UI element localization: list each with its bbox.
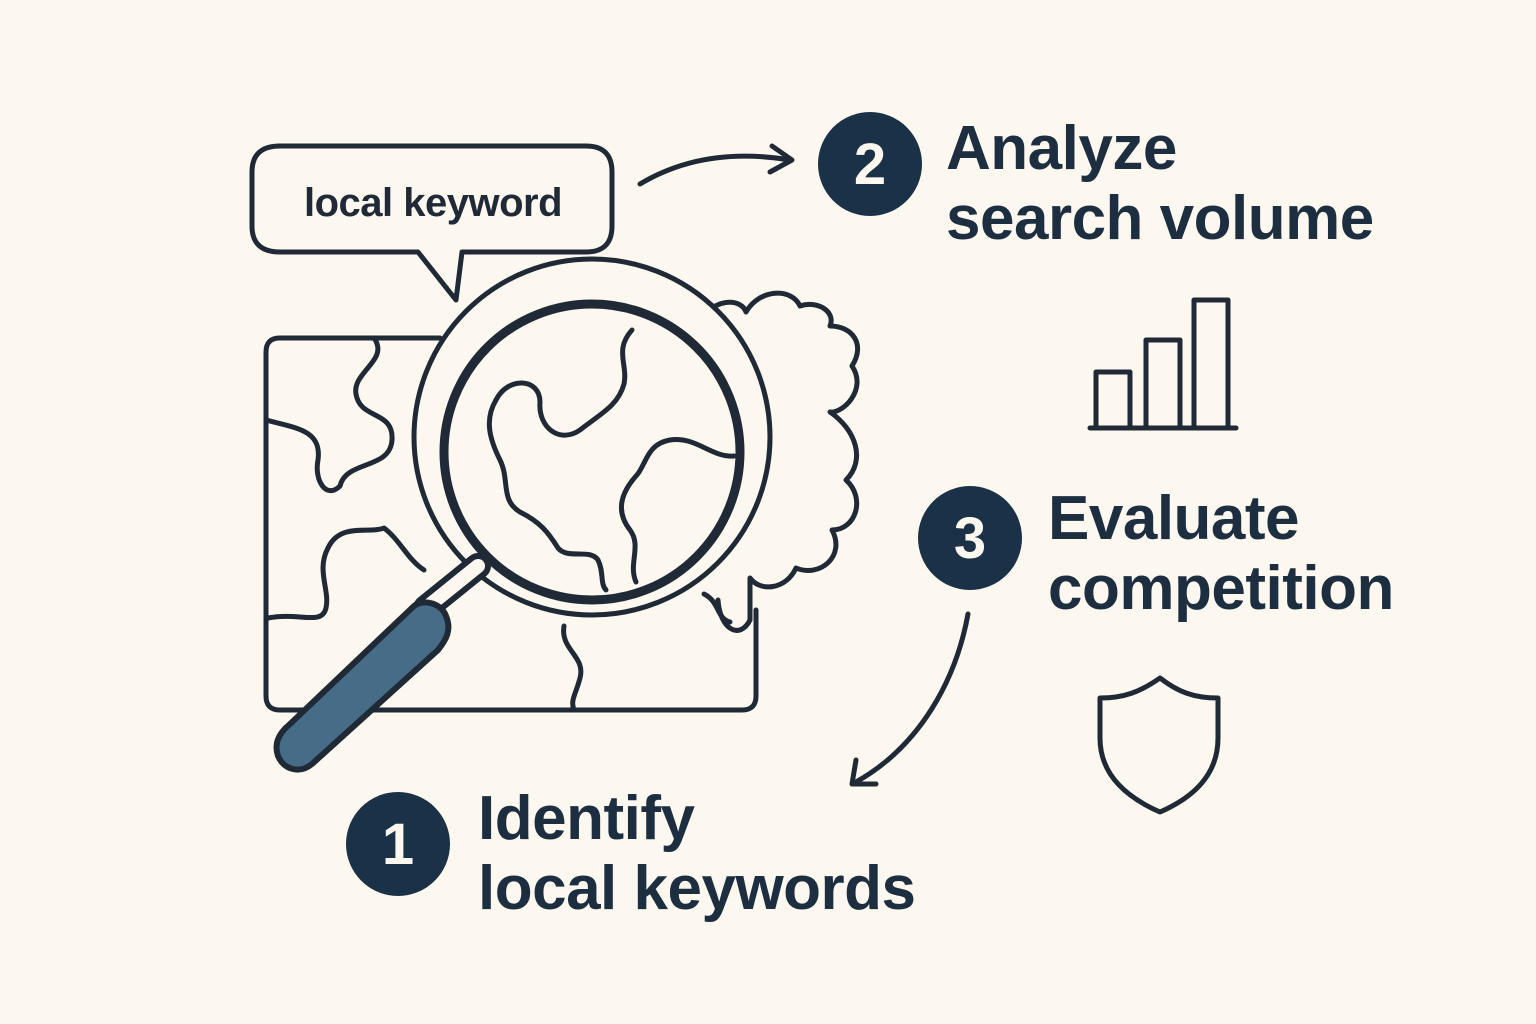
step-2-title-line-1: Analyze xyxy=(946,114,1177,183)
magnifier-handle xyxy=(273,599,452,773)
lens-contour-2 xyxy=(486,397,609,593)
step-2-title-line-2: search volume xyxy=(946,184,1374,253)
magnifier-neck-inner xyxy=(419,559,485,615)
map-frame xyxy=(263,335,759,713)
map-contour-1 xyxy=(263,335,395,494)
step-2-badge: 2 xyxy=(818,112,922,216)
step-1-title: Identify local keywords xyxy=(478,784,916,924)
magnifier-icon xyxy=(273,256,773,773)
map-icon xyxy=(263,290,860,713)
bar-chart-icon xyxy=(1087,297,1239,431)
map-contour-2 xyxy=(265,525,427,621)
step-3-title-line-2: competition xyxy=(1048,554,1394,623)
step-1-title-line-1: Identify xyxy=(478,784,695,853)
bar-3 xyxy=(1191,297,1231,431)
step-1-badge: 1 xyxy=(346,792,450,896)
shield-icon xyxy=(1097,675,1221,815)
map-contour-4 xyxy=(701,591,733,625)
lens-contour-3 xyxy=(618,437,737,585)
step-2-title: Analyze search volume xyxy=(946,114,1374,254)
bar-2 xyxy=(1143,337,1183,431)
step-3-title-line-1: Evaluate xyxy=(1048,484,1300,553)
lens-contour-1 xyxy=(493,327,635,438)
map-blob-outline xyxy=(697,290,860,633)
arrow-to-step-1 xyxy=(849,611,971,787)
step-1-title-line-2: local keywords xyxy=(478,854,916,923)
step-3-badge: 3 xyxy=(918,486,1022,590)
step-3-title: Evaluate competition xyxy=(1048,484,1394,624)
speech-bubble xyxy=(249,143,615,303)
bar-1 xyxy=(1093,369,1133,431)
map-contour-3 xyxy=(561,623,584,713)
arrow-to-step-2 xyxy=(637,143,795,187)
bubble-label: local keyword xyxy=(303,180,563,225)
magnifier-lens xyxy=(439,299,745,605)
